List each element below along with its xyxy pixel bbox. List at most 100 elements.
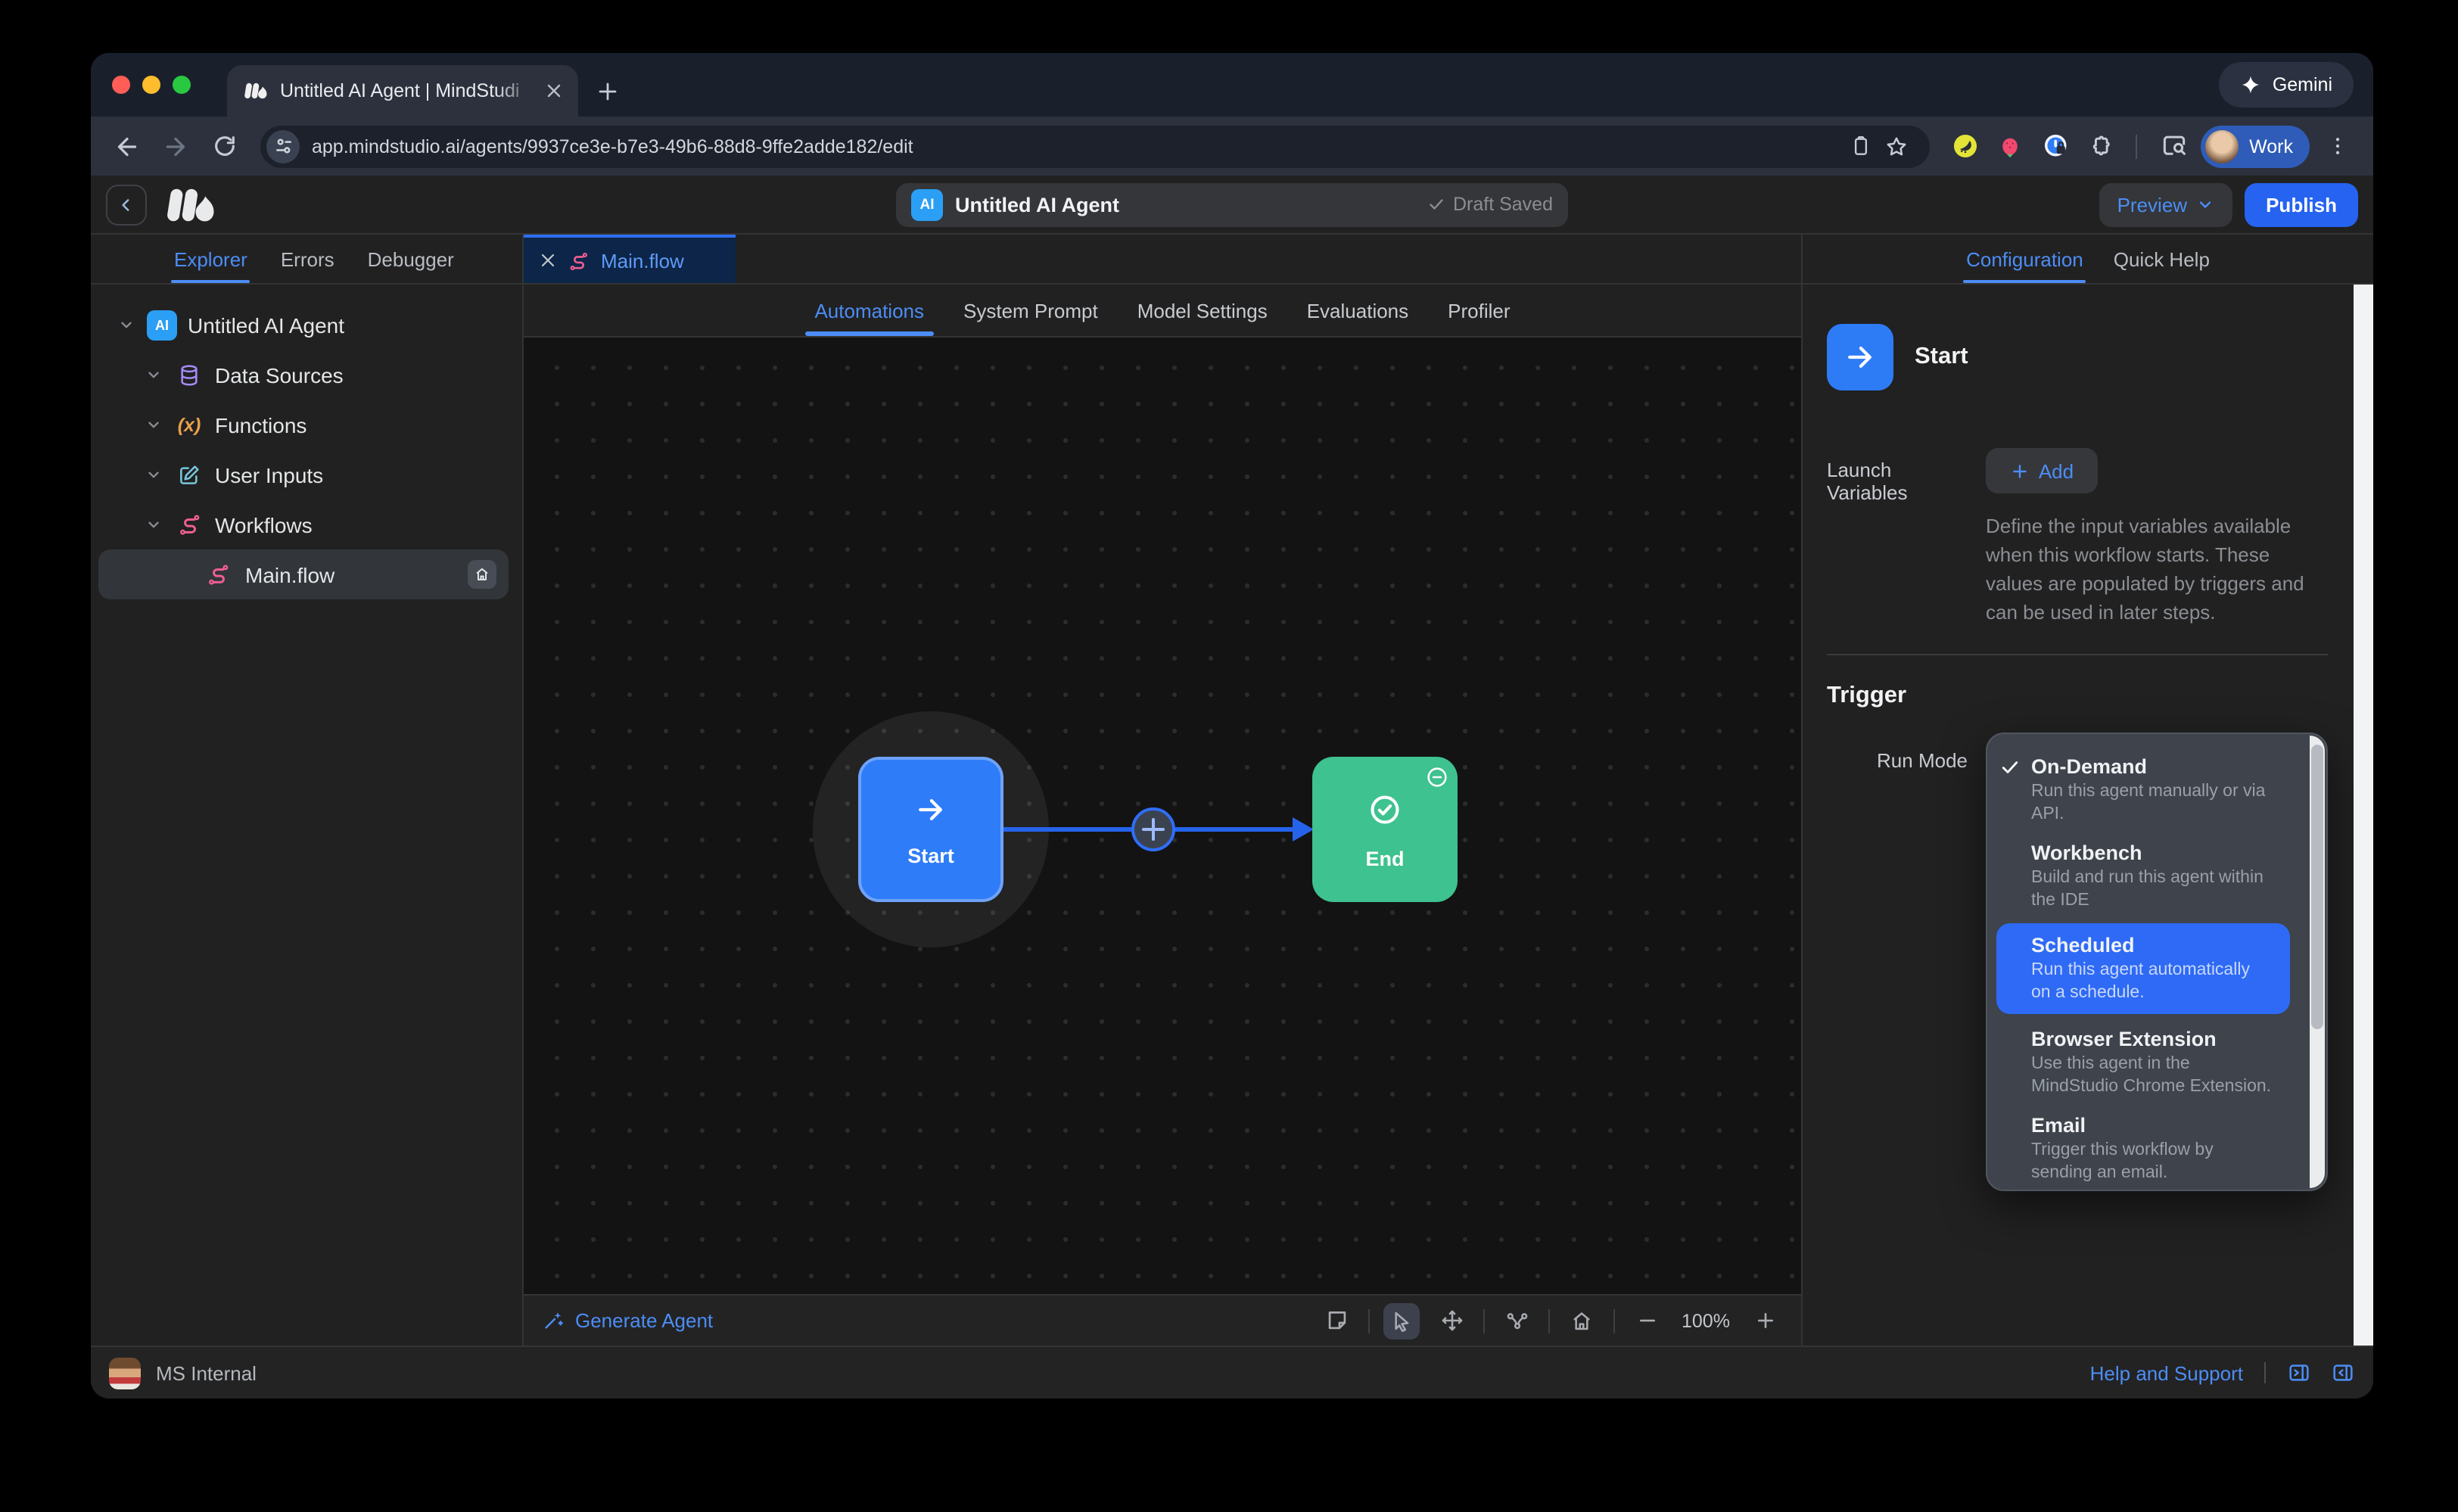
inspector-tabs: Configuration Quick Help: [1803, 235, 2373, 285]
chevron-down-icon[interactable]: [142, 366, 163, 383]
zoom-in-icon[interactable]: [1747, 1302, 1783, 1339]
gemini-button[interactable]: Gemini: [2220, 62, 2354, 107]
site-settings-icon[interactable]: [266, 129, 300, 163]
back-icon[interactable]: [106, 125, 148, 167]
tree-item-label: User Inputs: [215, 462, 323, 487]
menu-scrollbar[interactable]: [2310, 736, 2325, 1188]
menu-item-workbench[interactable]: Workbench Build and run this agent withi…: [1987, 832, 2326, 919]
sticky-note-icon[interactable]: [1318, 1302, 1355, 1339]
reload-icon[interactable]: [203, 125, 245, 167]
tree-item-data-sources[interactable]: Data Sources: [91, 350, 522, 400]
workspace-name[interactable]: MS Internal: [156, 1361, 257, 1384]
chevron-down-icon[interactable]: [142, 516, 163, 533]
check-circle-icon: [1365, 789, 1405, 829]
tab-explorer[interactable]: Explorer: [174, 235, 247, 283]
workflow-canvas[interactable]: Start End: [524, 338, 1801, 1294]
start-node[interactable]: Start: [858, 757, 1003, 902]
url-text[interactable]: app.mindstudio.ai/agents/9937ce3e-b7e3-4…: [312, 135, 1842, 157]
page-scrollbar[interactable]: [2354, 285, 2373, 1346]
browser-profile-button[interactable]: Work: [2201, 125, 2310, 167]
toggle-right-panel-icon[interactable]: [2331, 1361, 2355, 1385]
new-tab-button[interactable]: [587, 71, 627, 110]
toggle-left-panel-icon[interactable]: [2287, 1361, 2311, 1385]
browser-tab-title: Untitled AI Agent | MindStudi: [280, 80, 542, 101]
select-tool-icon[interactable]: [1383, 1302, 1420, 1339]
launch-variables-row: Launch Variables Add Define the input va…: [1827, 448, 2328, 627]
arrow-right-icon: [914, 792, 947, 826]
tab-configuration[interactable]: Configuration: [1966, 235, 2083, 283]
tab-close-icon[interactable]: [542, 79, 566, 103]
pan-move-icon[interactable]: [1433, 1302, 1470, 1339]
extension-yellow-icon[interactable]: [1945, 126, 1984, 166]
database-icon: [174, 362, 204, 387]
menu-item-on-demand[interactable]: On-Demand Run this agent manually or via…: [1987, 746, 2326, 832]
url-bar[interactable]: app.mindstudio.ai/agents/9937ce3e-b7e3-4…: [260, 125, 1930, 167]
tab-search-icon[interactable]: [2152, 125, 2195, 167]
app-back-button[interactable]: [106, 184, 147, 225]
clipboard-icon[interactable]: [1842, 128, 1878, 164]
browser-tab[interactable]: Untitled AI Agent | MindStudi: [227, 65, 578, 117]
magic-wand-icon: [542, 1309, 565, 1332]
generate-agent-button[interactable]: Generate Agent: [542, 1309, 713, 1332]
chevron-down-icon[interactable]: [142, 416, 163, 433]
browser-window: Untitled AI Agent | MindStudi Gemini: [91, 53, 2373, 1398]
tree-item-main-flow[interactable]: Main.flow: [98, 549, 509, 599]
tab-evaluations[interactable]: Evaluations: [1307, 285, 1408, 336]
chevron-down-icon[interactable]: [115, 316, 136, 333]
tree-item-workflows[interactable]: Workflows: [91, 499, 522, 549]
close-icon[interactable]: [539, 251, 557, 269]
tab-automations[interactable]: Automations: [814, 285, 924, 336]
gemini-label: Gemini: [2273, 74, 2332, 95]
menu-item-scheduled[interactable]: Scheduled Run this agent automatically o…: [1996, 923, 2290, 1014]
trigger-heading: Trigger: [1827, 683, 2328, 710]
auto-layout-icon[interactable]: [1498, 1302, 1535, 1339]
mindstudio-favicon-icon: [242, 82, 268, 100]
publish-button[interactable]: Publish: [2245, 182, 2358, 226]
end-node-label: End: [1366, 847, 1405, 870]
start-node-label: Start: [907, 844, 954, 866]
plus-icon: [2010, 461, 2030, 481]
fullscreen-window-button[interactable]: [173, 76, 191, 94]
toolbar-separator: [1613, 1308, 1615, 1333]
menu-item-browser-extension[interactable]: Browser Extension Use this agent in the …: [1987, 1019, 2326, 1105]
end-node[interactable]: End: [1312, 757, 1458, 902]
chevron-down-icon[interactable]: [142, 466, 163, 483]
forward-icon[interactable]: [154, 125, 197, 167]
extensions-puzzle-icon[interactable]: [2081, 126, 2120, 166]
agent-title-bar[interactable]: AI Untitled AI Agent Draft Saved: [896, 182, 1568, 226]
tree-item-agent[interactable]: AI Untitled AI Agent: [91, 300, 522, 350]
file-tab-main-flow[interactable]: Main.flow: [524, 235, 736, 283]
home-icon[interactable]: [468, 560, 496, 589]
minimize-window-button[interactable]: [142, 76, 160, 94]
help-and-support-link[interactable]: Help and Support: [2090, 1361, 2243, 1384]
tab-profiler[interactable]: Profiler: [1448, 285, 1510, 336]
minus-circle-icon[interactable]: [1424, 764, 1450, 790]
tab-errors[interactable]: Errors: [281, 235, 334, 283]
browser-menu-kebab-icon[interactable]: [2316, 125, 2358, 167]
main-region: Explorer Errors Debugger AI Untitled AI …: [91, 235, 2373, 1346]
inspector-body: Start Launch Variables Add Define the in…: [1803, 285, 2373, 1346]
zoom-out-icon[interactable]: [1629, 1302, 1665, 1339]
tree-item-user-inputs[interactable]: User Inputs: [91, 450, 522, 499]
extension-1password-icon[interactable]: [2036, 126, 2075, 166]
menu-scrollbar-thumb[interactable]: [2311, 745, 2323, 1029]
menu-item-label: Workbench: [2031, 840, 2272, 866]
close-window-button[interactable]: [112, 76, 130, 94]
tree-item-functions[interactable]: (x) Functions: [91, 400, 522, 450]
menu-item-desc: Run this agent automatically on a schedu…: [2031, 960, 2272, 1003]
add-variable-button[interactable]: Add: [1986, 448, 2098, 493]
preview-button[interactable]: Preview: [2099, 182, 2233, 226]
menu-item-desc: Use this agent in the MindStudio Chrome …: [2031, 1053, 2272, 1097]
tab-debugger[interactable]: Debugger: [368, 235, 454, 283]
tree-item-label: Untitled AI Agent: [188, 313, 344, 337]
extension-strawberry-icon[interactable]: [1990, 126, 2030, 166]
bookmark-star-icon[interactable]: [1878, 128, 1915, 164]
edge-start-to-end: [524, 338, 1801, 1294]
tab-model-settings[interactable]: Model Settings: [1137, 285, 1268, 336]
tab-quick-help[interactable]: Quick Help: [2114, 235, 2210, 283]
mindstudio-logo[interactable]: [162, 185, 216, 223]
tab-system-prompt[interactable]: System Prompt: [963, 285, 1098, 336]
menu-item-email[interactable]: Email Trigger this workflow by sending a…: [1987, 1105, 2326, 1191]
workspace-avatar[interactable]: [109, 1357, 141, 1389]
home-view-icon[interactable]: [1563, 1302, 1600, 1339]
